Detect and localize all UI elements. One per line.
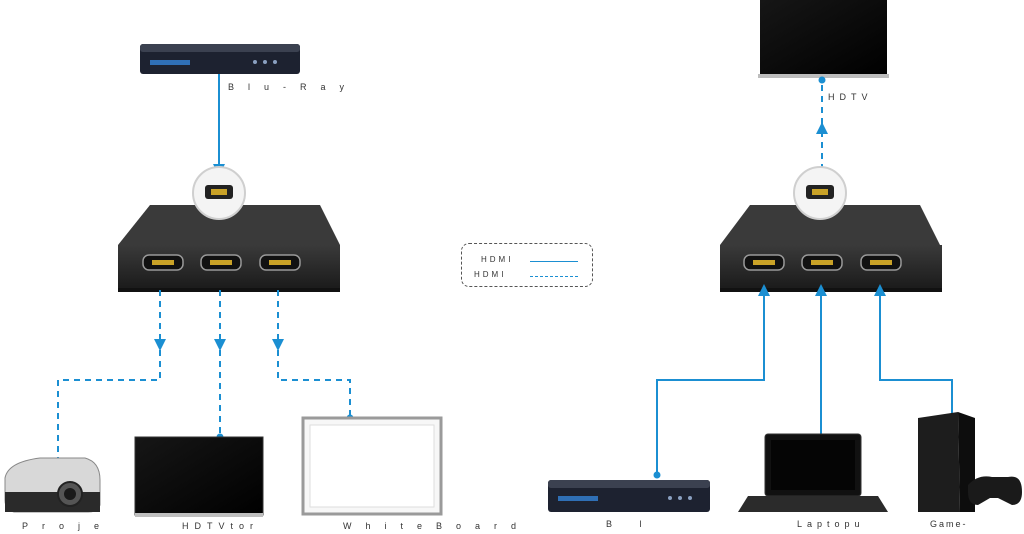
- game-console: [918, 412, 1022, 512]
- right-input-links: [656, 284, 953, 475]
- legend-dashed-line: [530, 276, 578, 277]
- legend-solid-line: [530, 261, 578, 262]
- label-bluray-top: Blu-Ray: [228, 82, 359, 92]
- legend-solid-label: HDMI: [481, 255, 514, 264]
- label-bluray-bottom: B l: [606, 519, 642, 529]
- hdmi-switch-right: [720, 166, 942, 292]
- label-laptop: Laptopu: [797, 519, 865, 529]
- label-hdtv-bottom: HDTVtor: [182, 521, 260, 531]
- bluray-player-bottom: [548, 480, 710, 512]
- bluray-player-top: [140, 44, 300, 74]
- projector: [4, 457, 101, 513]
- legend: [461, 243, 593, 287]
- label-game: Game-: [930, 519, 968, 529]
- laptop: [738, 433, 888, 512]
- left-output-links: [57, 290, 351, 465]
- legend-dashed-label: HDMI: [474, 270, 507, 279]
- label-whiteboard: WhiteBoard: [343, 521, 531, 531]
- hdmi-splitter-left: [118, 166, 340, 292]
- hdtv-monitor-left: [134, 436, 264, 517]
- label-hdtv-top: HDTV: [828, 92, 873, 102]
- label-projector: Proje: [22, 521, 114, 531]
- whiteboard: [301, 416, 443, 516]
- hdtv-top: [758, 0, 889, 78]
